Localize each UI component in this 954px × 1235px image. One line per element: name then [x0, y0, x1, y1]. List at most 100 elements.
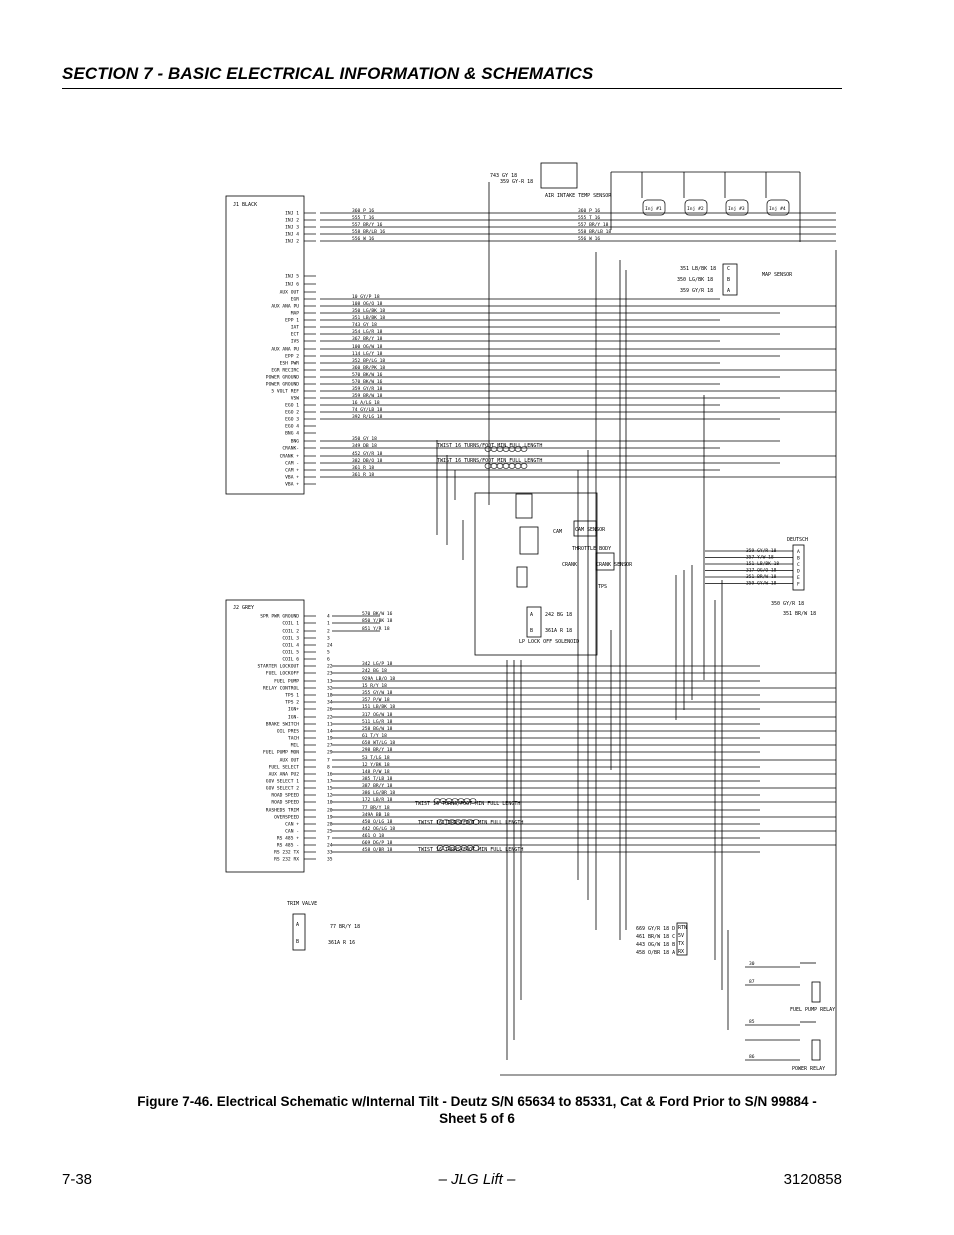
j1-wire-label: 114 LG/Y 18 [352, 351, 383, 357]
j2-pin-label: AUX OUT [280, 758, 300, 764]
j2-pin-label: FUEL SELECT [269, 765, 300, 771]
deutsch-pin: A [797, 549, 800, 555]
j2-wire-label: 387 BR/Y 18 [362, 783, 393, 789]
j1-pin-label: POWER GROUND [266, 375, 299, 381]
header-rule [62, 88, 842, 89]
map-pin-b: B [727, 277, 730, 283]
j2-pin-label: COIL 1 [282, 621, 299, 627]
j1-pin-label: INJ 2 [285, 239, 299, 245]
j1-pin-label: EGO 3 [285, 417, 299, 423]
throttle-box [516, 566, 528, 588]
j2-pin-number: 25 [327, 829, 333, 835]
j1-wire-label: 74 GY/LB 18 [352, 407, 383, 413]
injector-symbol [766, 199, 790, 216]
j1-wire-label: 382 DB/O 18 [352, 458, 383, 464]
j2-pin-label: COIL 6 [282, 657, 299, 663]
pin-box-wire-2: 461 BR/W 18 C [636, 934, 675, 940]
j1-wire-label: 361 R 18 [352, 472, 374, 478]
j2-pin-label: RS 232 TX [274, 850, 299, 856]
right-wire-2: 351 BR/W 18 [783, 611, 816, 617]
j1-pin-label: AUX ANA PU [271, 347, 299, 353]
pin-box-wire-3: 443 OG/W 18 B [636, 942, 675, 948]
map-pin-c: C [727, 266, 730, 272]
j2-wire-label: 851 Y/R 18 [362, 626, 390, 632]
j2-pin-number: 15 [327, 786, 333, 792]
injector-wire-label: 558 BR/LB 18 [578, 229, 611, 235]
j1-pin-label: EGO 2 [285, 410, 299, 416]
deutsch-pin: D [797, 569, 800, 575]
j1-wire-label: 452 GY/R 18 [352, 451, 383, 457]
twisted-pair-loop [484, 463, 492, 469]
j2-pin-number: 17 [327, 779, 333, 785]
j2-pin-label: AUX ANA PU2 [269, 772, 300, 778]
trim-wire-2: 361A R 16 [328, 940, 355, 946]
j2-pin-label: SPR PWR GROUND [260, 614, 299, 620]
j2-pin-number: 29 [327, 750, 333, 756]
j1-pin-label: CRANK + [280, 454, 300, 460]
deutsch-pin: F [797, 582, 800, 588]
deutsch-wire-label: 359 GY/R 18 [746, 548, 777, 554]
twisted-pair-loop [514, 463, 522, 469]
j1-pin-label: ECT [291, 332, 300, 338]
j2-pin-number: 24 [327, 643, 333, 649]
pin-rtn: RTN [678, 925, 687, 931]
j2-connector-box [225, 599, 305, 873]
map-pin-a: A [727, 288, 730, 294]
j2-pin-label: FUEL PUMP [274, 679, 299, 685]
twist-label-2: TWIST 16 TURNS/FOOT MIN FULL LENGTH [437, 458, 542, 464]
j2-pin-label: COIL 2 [282, 629, 299, 635]
j2-pin-label: IGN- [288, 715, 299, 721]
j1-pin-label: IAT [291, 325, 300, 331]
j2-wire-label: 929A LB/O 18 [362, 676, 395, 682]
j1-wire-label: 570 BK/W 16 [352, 379, 383, 385]
j1-pin-label: CAM - [285, 461, 299, 467]
j1-wire-label: 392 R/LG 18 [352, 414, 383, 420]
injector-wire-label: 555 T 16 [578, 215, 600, 221]
j2-wire-label: 570 BK/W 16 [362, 611, 393, 617]
j2-wire-label: 148 P/W 18 [362, 769, 390, 775]
j2-pin-number: 22 [327, 664, 333, 670]
j2-pin-label: GOV SELECT 1 [266, 779, 299, 785]
j2-pin-label: FUEL LOCKOFF [266, 671, 299, 677]
j2-pin-number: 19 [327, 736, 333, 742]
ego-box [515, 493, 533, 519]
j1-pin-label: VBA + [285, 482, 299, 488]
j2-pin-number: 24 [327, 843, 333, 849]
pin-rx: RX [678, 949, 684, 955]
trim-pin-a: A [296, 922, 299, 928]
j1-pin-label: INJ 6 [285, 282, 299, 288]
section-title: SECTION 7 - BASIC ELECTRICAL INFORMATION… [62, 64, 594, 83]
j1-pin-label: EPP 1 [285, 318, 299, 324]
twisted-pair-loop [490, 463, 498, 469]
cam-sensor-label: CAM SENSOR [575, 527, 606, 533]
j2-wire-label: 349A BB 18 [362, 812, 390, 818]
crank-label: CRANK [562, 562, 577, 568]
j2-pin-number: 19 [327, 815, 333, 821]
power-relay-label: POWER RELAY [792, 1066, 825, 1072]
lp-pin-b: B [530, 628, 533, 634]
j1-pin-label: CAM + [285, 468, 299, 474]
j2-wire-label: 172 LB/R 18 [362, 797, 393, 803]
j2-wire-label: 317 OG/W 18 [362, 712, 393, 718]
j1-pin-label: BNG [291, 439, 300, 445]
temp-sensor-box [540, 162, 578, 189]
j2-pin-label: CAN + [285, 822, 299, 828]
deutsch-wire-label: 359 GY/W 18 [746, 581, 777, 587]
j2-wire-label: 77 BR/Y 18 [362, 805, 390, 811]
j1-wire-label: 359 BR/W 18 [352, 393, 383, 399]
j2-pin-number: 10 [327, 800, 333, 806]
caption-line-2: Sheet 5 of 6 [439, 1111, 515, 1126]
relay-pin-label: 85 [749, 1019, 755, 1025]
injector-wire-label: 360 P 16 [578, 208, 600, 214]
j2-wire-label: 61 T/Y 18 [362, 733, 387, 739]
twisted-pair-loop [472, 819, 480, 825]
j1-pin-label: CRANK- [282, 446, 299, 452]
twisted-pair-loop [469, 798, 477, 804]
j2-pin-number: 7 [327, 836, 330, 842]
j2-pin-label: TACH [288, 736, 299, 742]
j1-wire-label: 360 BR/PK 18 [352, 365, 385, 371]
j2-pin-number: 18 [327, 693, 333, 699]
j2-pin-number: 35 [327, 857, 333, 863]
j2-wire-label: 298 BR/Y 18 [362, 747, 393, 753]
